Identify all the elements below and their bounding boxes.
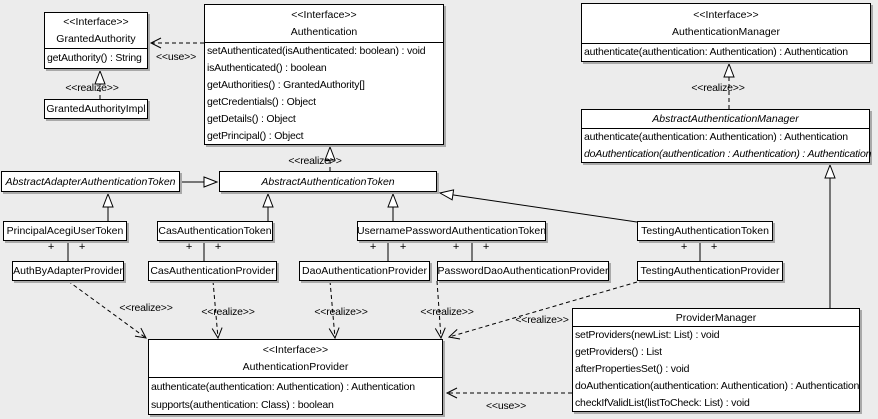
class-name: CasAuthenticationProvider <box>150 265 275 277</box>
realize-dao-provider <box>328 280 340 340</box>
method-label: doAuthentication(authentication: Authent… <box>575 380 860 392</box>
class-cas-authentication-provider[interactable]: CasAuthenticationProvider <box>148 261 277 281</box>
method-label: authenticate(authentication: Authenticat… <box>584 46 848 58</box>
multiplicity-plus-label: + <box>185 241 193 253</box>
class-name: ProviderManager <box>573 309 859 327</box>
generalization-testing-token <box>438 189 638 223</box>
realize-label: <<realize>> <box>691 82 745 94</box>
realize-cas-provider <box>211 280 223 340</box>
class-name: PrincipalAcegiUserToken <box>6 225 124 237</box>
stereotype-label: <<Interface>> <box>291 9 357 21</box>
class-name: TestingAuthenticationProvider <box>640 265 780 277</box>
class-name: AbstractAuthenticationToken <box>261 175 395 188</box>
multiplicity-plus-label: + <box>214 241 222 253</box>
method-label: setProviders(newList: List) : void <box>575 329 720 341</box>
class-name: AuthenticationManager <box>672 26 780 38</box>
multiplicity-plus-label: + <box>680 241 688 253</box>
realize-authbyadapter-provider <box>67 280 147 339</box>
realize-label: <<realize>> <box>515 314 569 326</box>
method-label: authenticate(authentication: Authenticat… <box>584 131 848 143</box>
multiplicity-plus-label: + <box>452 241 460 253</box>
method-label: isAuthenticated() : boolean <box>207 62 327 74</box>
class-authentication-manager[interactable]: <<Interface>> AuthenticationManager auth… <box>581 3 871 62</box>
method-label: getPrincipal() : Object <box>207 130 304 142</box>
class-abstract-authentication-token[interactable]: AbstractAuthenticationToken <box>219 171 437 192</box>
methods-compartment: authenticate(authentication: Authenticat… <box>582 129 872 163</box>
class-authentication-provider[interactable]: <<Interface>> AuthenticationProvider aut… <box>148 339 443 415</box>
class-abstract-adapter-authentication-token[interactable]: AbstractAdapterAuthenticationToken <box>1 171 180 192</box>
multiplicity-plus-label: + <box>710 241 718 253</box>
class-header: <<Interface>> AuthenticationManager <box>582 4 870 44</box>
class-name: DaoAuthenticationProvider <box>302 265 427 277</box>
multiplicity-plus-label: + <box>369 241 377 253</box>
realize-label: <<realize>> <box>119 302 173 314</box>
class-name: GrantedAuthority <box>56 33 136 45</box>
methods-compartment: authenticate(authentication: Authenticat… <box>149 378 442 414</box>
methods-compartment: setAuthenticated(isAuthenticated: boolea… <box>205 43 443 145</box>
realize-label: <<realize>> <box>288 155 342 167</box>
class-testing-authentication-token[interactable]: TestingAuthenticationToken <box>637 221 773 241</box>
use-label: <<use>> <box>155 51 197 63</box>
method-label: afterPropertiesSet() : void <box>575 363 690 375</box>
class-granted-authority[interactable]: <<Interface>> GrantedAuthority getAuthor… <box>44 12 148 69</box>
class-name: AbstractAdapterAuthenticationToken <box>5 175 176 188</box>
realize-label: <<realize>> <box>314 306 368 318</box>
realize-label: <<realize>> <box>201 306 255 318</box>
realize-label: <<realize>> <box>65 82 119 94</box>
multiplicity-plus-label: + <box>78 241 86 253</box>
realize-passworddao-provider <box>434 280 446 340</box>
method-label: getAuthority() : String <box>47 52 142 64</box>
class-header: <<Interface>> AuthenticationProvider <box>149 340 442 378</box>
class-name: AuthenticationProvider <box>242 361 349 373</box>
class-name: UsernamePasswordAuthenticationToken <box>356 225 547 237</box>
method-label: doAuthentication(authentication : Authen… <box>584 148 872 160</box>
class-password-dao-authentication-provider[interactable]: PasswordDaoAuthenticationProvider <box>437 261 609 281</box>
multiplicity-plus-label: + <box>47 241 55 253</box>
class-principal-acegi-user-token[interactable]: PrincipalAcegiUserToken <box>3 221 127 241</box>
method-label: getAuthorities() : GrantedAuthority[] <box>207 79 365 91</box>
method-label: authenticate(authentication: Authenticat… <box>151 381 415 393</box>
class-granted-authority-impl[interactable]: GrantedAuthorityImpl <box>44 99 148 119</box>
class-header: <<Interface>> Authentication <box>205 5 443 43</box>
class-name: AuthByAdapterProvider <box>13 265 123 277</box>
realize-label: <<realize>> <box>420 306 474 318</box>
multiplicity-plus-label: + <box>482 241 490 253</box>
method-label: getCredentials() : Object <box>207 96 316 108</box>
multiplicity-plus-label: + <box>399 241 407 253</box>
class-name: TestingAuthenticationToken <box>641 225 769 237</box>
class-cas-authentication-token[interactable]: CasAuthenticationToken <box>157 221 273 241</box>
class-name: Authentication <box>290 26 358 38</box>
class-authentication[interactable]: <<Interface>> Authentication setAuthenti… <box>204 4 444 145</box>
class-provider-manager[interactable]: ProviderManager setProviders(newList: Li… <box>572 308 860 412</box>
class-auth-by-adapter-provider[interactable]: AuthByAdapterProvider <box>12 261 124 281</box>
methods-compartment: authenticate(authentication: Authenticat… <box>582 44 870 61</box>
stereotype-label: <<Interface>> <box>262 344 329 356</box>
class-abstract-authentication-manager[interactable]: AbstractAuthenticationManager authentica… <box>581 109 872 163</box>
methods-compartment: setProviders(newList: List) : void getPr… <box>573 327 859 412</box>
class-dao-authentication-provider[interactable]: DaoAuthenticationProvider <box>299 261 430 281</box>
class-name: CasAuthenticationToken <box>158 225 272 237</box>
use-label: <<use>> <box>485 400 527 412</box>
class-name: GrantedAuthorityImpl <box>46 103 146 115</box>
method-label: supports(authentication: Class) : boolea… <box>151 399 334 411</box>
class-name: AbstractAuthenticationManager <box>582 110 869 129</box>
stereotype-label: <<Interface>> <box>63 16 129 28</box>
method-label: getProviders() : List <box>575 346 662 358</box>
class-name: PasswordDaoAuthenticationProvider <box>437 265 609 277</box>
class-header: <<Interface>> GrantedAuthority <box>45 13 147 49</box>
method-label: checkIfValidList(listToCheck: List) : vo… <box>575 397 750 409</box>
class-username-password-authentication-token[interactable]: UsernamePasswordAuthenticationToken <box>357 221 546 241</box>
method-label: setAuthenticated(isAuthenticated: boolea… <box>207 45 426 57</box>
realize-testing-provider <box>447 281 638 340</box>
stereotype-label: <<Interface>> <box>693 9 759 21</box>
methods-compartment: getAuthority() : String <box>45 49 147 68</box>
method-label: getDetails() : Object <box>207 113 296 125</box>
class-testing-authentication-provider[interactable]: TestingAuthenticationProvider <box>637 261 783 281</box>
